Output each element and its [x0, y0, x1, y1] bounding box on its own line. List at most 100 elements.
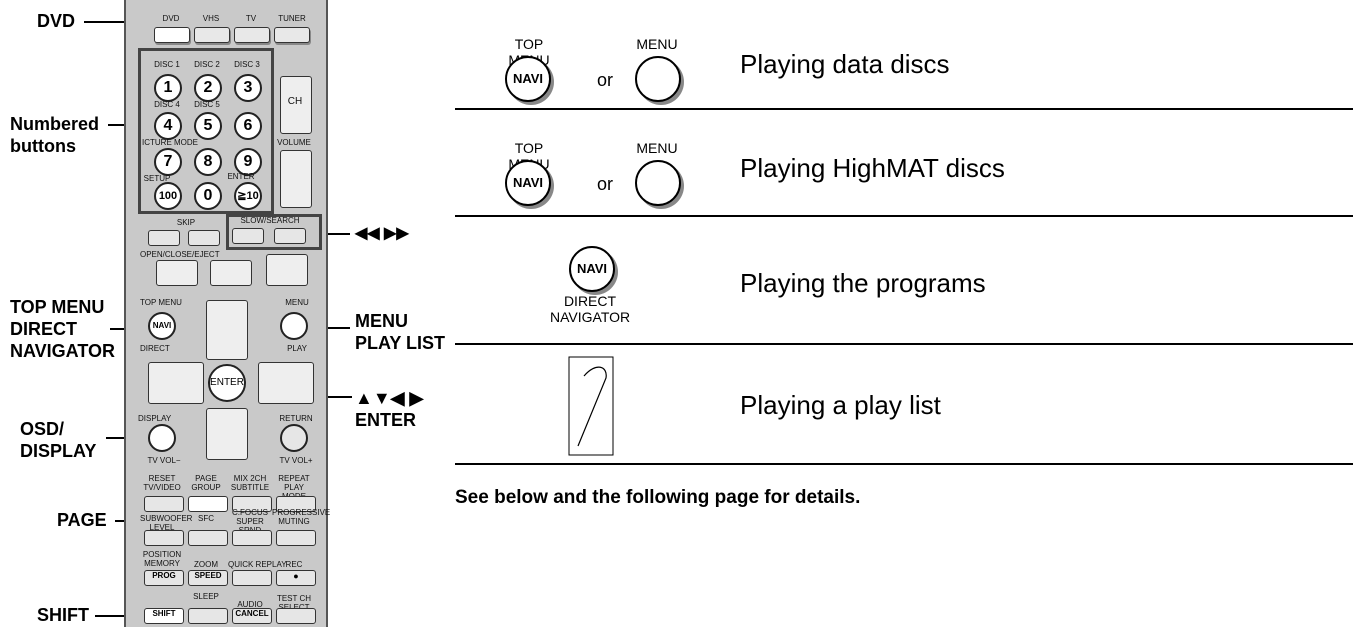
- ten-plus-button[interactable]: ≧10: [234, 182, 262, 210]
- remote-control: DVD VHS TV TUNER DISC 1 DISC 2 DISC 3 1 …: [124, 0, 331, 627]
- row-divider-3: [455, 343, 1353, 345]
- skip-back-button[interactable]: [148, 230, 180, 246]
- repeat-button[interactable]: [276, 496, 316, 512]
- row1-description: Playing data discs: [740, 49, 950, 79]
- row3-label-1: POSITION MEMORY: [142, 550, 182, 568]
- menu-label: MENU: [285, 298, 309, 307]
- callout-top-menu-2: DIRECT: [10, 319, 77, 339]
- vhs-source-button[interactable]: [194, 27, 230, 43]
- number-9-button[interactable]: 9: [234, 148, 262, 176]
- row-divider-2: [455, 215, 1353, 217]
- channel-rocker[interactable]: [280, 76, 312, 134]
- callout-line-dvd: [84, 21, 154, 23]
- callout-top-menu-1: TOP MENU: [10, 297, 105, 317]
- return-button[interactable]: [280, 424, 308, 452]
- row1-navi-icon: NAVI: [505, 56, 551, 102]
- numbered-buttons-highlight: [138, 48, 274, 214]
- picture-mode-label: ICTURE MODE: [142, 138, 198, 147]
- row1-menu-icon: [635, 56, 681, 102]
- tv-vol-minus-label: TV VOL−: [147, 456, 181, 465]
- osd-display-button[interactable]: [148, 424, 176, 452]
- progressive-button[interactable]: [276, 530, 316, 546]
- speed-button[interactable]: SPEED: [188, 570, 228, 586]
- callout-arrows-1: ▲▼◀ ▶: [355, 388, 424, 408]
- row4-label-3: AUDIO: [237, 600, 263, 609]
- callout-numbered-1: Numbered: [10, 114, 100, 134]
- direct-label: DIRECT: [140, 344, 170, 353]
- pause-button[interactable]: [210, 260, 252, 286]
- enter-small-label: ENTER: [227, 172, 255, 181]
- rec-button[interactable]: ●: [276, 570, 316, 586]
- play-button[interactable]: [266, 254, 308, 286]
- volume-rocker[interactable]: [280, 150, 312, 208]
- subtitle-button[interactable]: [232, 496, 272, 512]
- source-label-tv: TV: [245, 14, 257, 23]
- stop-button[interactable]: [156, 260, 198, 286]
- number-4-button[interactable]: 4: [154, 112, 182, 140]
- tv-source-button[interactable]: [234, 27, 270, 43]
- search-back-button[interactable]: [232, 228, 264, 244]
- play-list-label: PLAY: [287, 344, 307, 353]
- disc-5-label: DISC 5: [194, 100, 220, 109]
- right-arrow-button[interactable]: [258, 362, 314, 404]
- slow-search-highlight: [226, 214, 322, 250]
- reset-button[interactable]: [144, 496, 184, 512]
- number-8-button[interactable]: 8: [194, 148, 222, 176]
- source-label-dvd: DVD: [162, 14, 180, 23]
- slow-search-label: SLOW/SEARCH: [240, 216, 300, 225]
- skip-forward-button[interactable]: [188, 230, 220, 246]
- callout-menu-1: MENU: [355, 311, 408, 331]
- callout-osd-2: DISPLAY: [20, 441, 97, 461]
- cfocus-button[interactable]: [232, 530, 272, 546]
- disc-1-label: DISC 1: [154, 60, 180, 69]
- search-forward-button[interactable]: [274, 228, 306, 244]
- number-3-button[interactable]: 3: [234, 74, 262, 102]
- top-menu-navi-button[interactable]: NAVI: [148, 312, 176, 340]
- shift-button[interactable]: SHIFT: [144, 608, 184, 624]
- quick-replay-button[interactable]: [232, 570, 272, 586]
- callout-dvd: DVD: [37, 11, 76, 31]
- dvd-source-button[interactable]: [154, 27, 190, 43]
- up-arrow-button[interactable]: [206, 300, 248, 360]
- row3-label-4: REC: [285, 560, 303, 569]
- number-1-button[interactable]: 1: [154, 74, 182, 102]
- enter-button[interactable]: ENTER: [208, 364, 246, 402]
- row2-description: Playing HighMAT discs: [740, 153, 1005, 183]
- number-2-button[interactable]: 2: [194, 74, 222, 102]
- number-6-button[interactable]: 6: [234, 112, 262, 140]
- open-close-label: OPEN/CLOSE/EJECT: [140, 250, 220, 259]
- number-0-button[interactable]: 0: [194, 182, 222, 210]
- number-5-button[interactable]: 5: [194, 112, 222, 140]
- down-arrow-button[interactable]: [206, 408, 248, 460]
- page-button[interactable]: [188, 496, 228, 512]
- subwoofer-button[interactable]: [144, 530, 184, 546]
- callout-menu-2: PLAY LIST: [355, 333, 446, 353]
- row2-label-1: SUBWOOFER LEVEL: [140, 514, 193, 532]
- callout-page: PAGE: [57, 510, 107, 530]
- test-button[interactable]: [276, 608, 316, 624]
- row2-menu-label: MENU: [636, 140, 678, 156]
- row2-label-2: SFC: [198, 514, 214, 523]
- source-label-vhs: VHS: [202, 14, 220, 23]
- row2-label-4: PROGRESSIVE MUTING: [272, 508, 331, 526]
- sleep-button[interactable]: [188, 608, 228, 624]
- tuner-source-button[interactable]: [274, 27, 310, 43]
- sfc-button[interactable]: [188, 530, 228, 546]
- row3-navigator-label: NAVIGATOR: [550, 309, 631, 325]
- cancel-button[interactable]: CANCEL: [232, 608, 272, 624]
- row1-or: or: [597, 70, 614, 90]
- top-menu-label: TOP MENU: [140, 298, 182, 307]
- callout-line-arrows: [318, 396, 352, 398]
- disc-2-label: DISC 2: [194, 60, 220, 69]
- left-arrow-button[interactable]: [148, 362, 204, 404]
- menu-button[interactable]: [280, 312, 308, 340]
- prog-button[interactable]: PROG: [144, 570, 184, 586]
- row1-label-2: PAGE GROUP: [191, 474, 221, 492]
- number-7-button[interactable]: 7: [154, 148, 182, 176]
- row4-description: Playing a play list: [740, 390, 941, 420]
- display-label: DISPLAY: [138, 414, 172, 423]
- hundred-button[interactable]: 100: [154, 182, 182, 210]
- disc-4-label: DISC 4: [154, 100, 180, 109]
- row3-label-3: QUICK REPLAY: [228, 560, 287, 569]
- row4-label-4: TEST CH SELECT: [276, 594, 312, 612]
